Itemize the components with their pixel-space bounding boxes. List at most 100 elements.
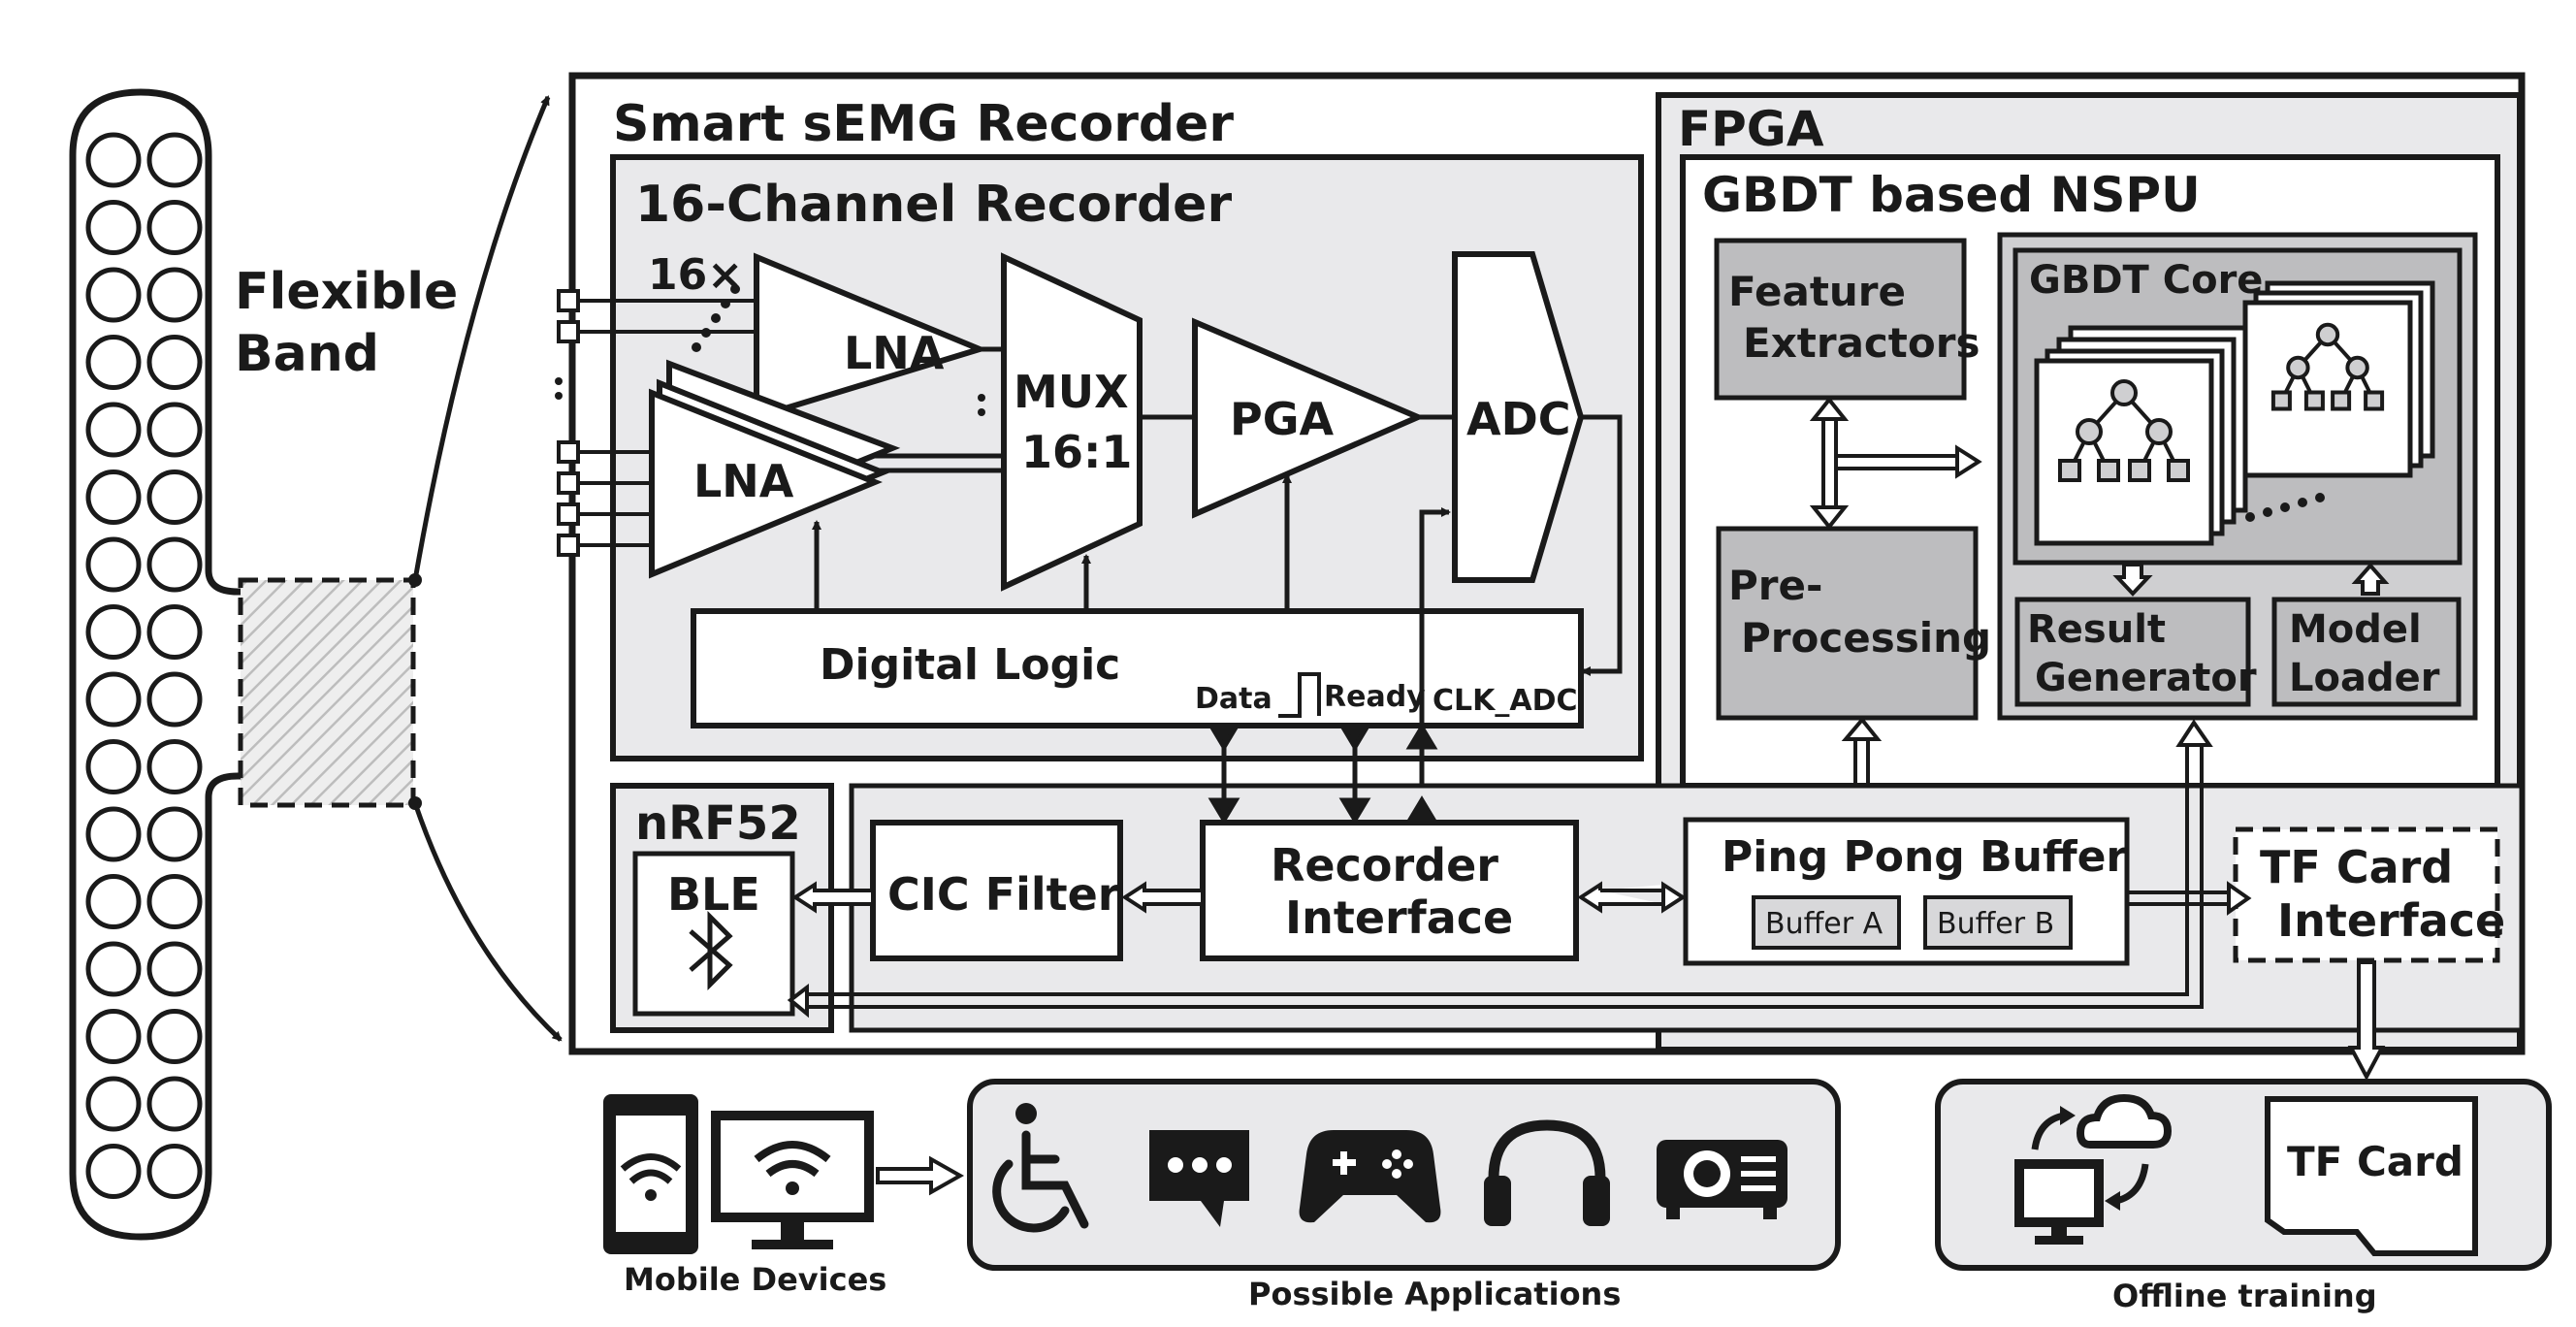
pre-processing <box>1716 526 1979 721</box>
buffer-b-label: Buffer B <box>1937 907 2054 941</box>
electrode <box>146 335 203 390</box>
recorder-title: Smart sEMG Recorder <box>613 95 1234 153</box>
lna-bottom <box>649 388 883 579</box>
flexible-band: Flexible Band <box>69 88 563 1241</box>
buffer-a <box>1752 895 1901 950</box>
gbdt-core-title: GBDT Core <box>2029 258 2263 303</box>
electrode <box>85 1144 142 1199</box>
electrode <box>85 671 142 728</box>
electrode <box>146 806 203 862</box>
electrode <box>85 1076 142 1132</box>
electrode <box>85 469 142 525</box>
model-label-1: Model <box>2289 607 2422 652</box>
ble-label: BLE <box>667 868 760 921</box>
electrode <box>146 469 203 525</box>
adc <box>1452 251 1585 583</box>
electrode <box>85 267 142 323</box>
tf-if-label-2: Interface <box>2277 894 2505 947</box>
electrode <box>85 874 142 929</box>
band-label-2: Band <box>235 325 379 383</box>
electrode <box>85 402 142 458</box>
wheelchair-icon <box>992 1103 1089 1233</box>
electrode <box>85 806 142 862</box>
electrode <box>146 604 203 660</box>
chat-bubble-icon <box>1149 1130 1249 1227</box>
mux-label-1: MUX <box>1014 366 1129 418</box>
decision-tree-icon <box>2270 322 2385 411</box>
recorder-if-label-2: Interface <box>1285 891 1513 944</box>
mobile-caption: Mobile Devices <box>624 1261 886 1298</box>
pga <box>1192 317 1426 519</box>
electrode <box>146 739 203 794</box>
electrode <box>85 536 142 593</box>
electrode <box>146 267 203 323</box>
cloud-sync-icon <box>2014 1093 2173 1245</box>
pingpong-label: Ping Pong Buffer <box>1722 832 2127 882</box>
ready-pulse <box>1278 672 1321 718</box>
connector-area <box>238 577 416 808</box>
electrode <box>85 1009 142 1064</box>
ble-box <box>632 851 795 1017</box>
decision-tree-icon <box>2058 379 2190 482</box>
electrode <box>146 402 203 458</box>
model-label-2: Loader <box>2289 656 2440 700</box>
electrode <box>146 671 203 728</box>
channel-recorder-title: 16-Channel Recorder <box>635 176 1232 234</box>
buffer-b <box>1923 895 2073 950</box>
nrf52-title: nRF52 <box>635 796 801 851</box>
lna-top <box>754 252 988 422</box>
electrode <box>85 132 142 188</box>
phone-wifi-icon <box>603 1094 698 1254</box>
tf-card-icon: TF Card <box>2265 1096 2478 1256</box>
tf-if-label-1: TF Card <box>2260 841 2453 893</box>
electrode <box>85 941 142 997</box>
tf-card-label: TF Card <box>2287 1138 2463 1185</box>
mux <box>1001 252 1143 592</box>
signal-data-label: Data <box>1195 682 1272 716</box>
cic-filter <box>870 820 1123 961</box>
electrode <box>146 1144 203 1199</box>
feature-extractors <box>1714 238 1967 401</box>
result-label-1: Result <box>2027 607 2166 652</box>
feature-label-1: Feature <box>1728 268 1906 315</box>
lna-top-label: LNA <box>844 327 945 379</box>
preproc-label-2: Processing <box>1741 614 1991 662</box>
result-generator <box>2014 597 2251 707</box>
electrode <box>146 536 203 593</box>
gamepad-icon <box>1299 1130 1441 1223</box>
fpga-title: FPGA <box>1678 101 1824 157</box>
channel-stack-dots <box>692 284 740 352</box>
channel-multiplier: 16× <box>648 250 743 300</box>
electrode <box>146 1009 203 1064</box>
preproc-label-1: Pre- <box>1728 562 1822 609</box>
signal-clk-label: CLK_ADC <box>1433 684 1578 718</box>
apps-caption: Possible Applications <box>1248 1276 1621 1312</box>
pga-label: PGA <box>1230 393 1334 445</box>
model-loader <box>2271 597 2462 707</box>
electrode <box>146 200 203 255</box>
electrode <box>146 1076 203 1132</box>
electrode <box>146 941 203 997</box>
electrode-grid <box>85 132 203 1199</box>
buffer-a-label: Buffer A <box>1765 907 1884 941</box>
electrode <box>85 604 142 660</box>
electrode <box>85 739 142 794</box>
signal-ready-label: Ready <box>1324 680 1426 714</box>
projector-icon <box>1657 1140 1787 1219</box>
monitor-wifi-icon <box>711 1111 874 1249</box>
mux-label-2: 16:1 <box>1021 426 1132 478</box>
band-label-1: Flexible <box>235 263 458 321</box>
electrode <box>146 132 203 188</box>
offline-caption: Offline training <box>2112 1278 2377 1314</box>
lna-bottom-label: LNA <box>693 455 794 507</box>
decision-trees <box>2034 280 2435 546</box>
nspu-title: GBDT based NSPU <box>1702 167 2201 223</box>
bluetooth-icon <box>689 910 733 991</box>
electrode <box>146 874 203 929</box>
feature-label-2: Extractors <box>1743 319 1980 367</box>
result-label-2: Generator <box>2035 656 2257 700</box>
digital-logic <box>691 608 1584 728</box>
headphones-icon <box>1484 1119 1610 1226</box>
recorder-if-label-1: Recorder <box>1271 839 1498 891</box>
